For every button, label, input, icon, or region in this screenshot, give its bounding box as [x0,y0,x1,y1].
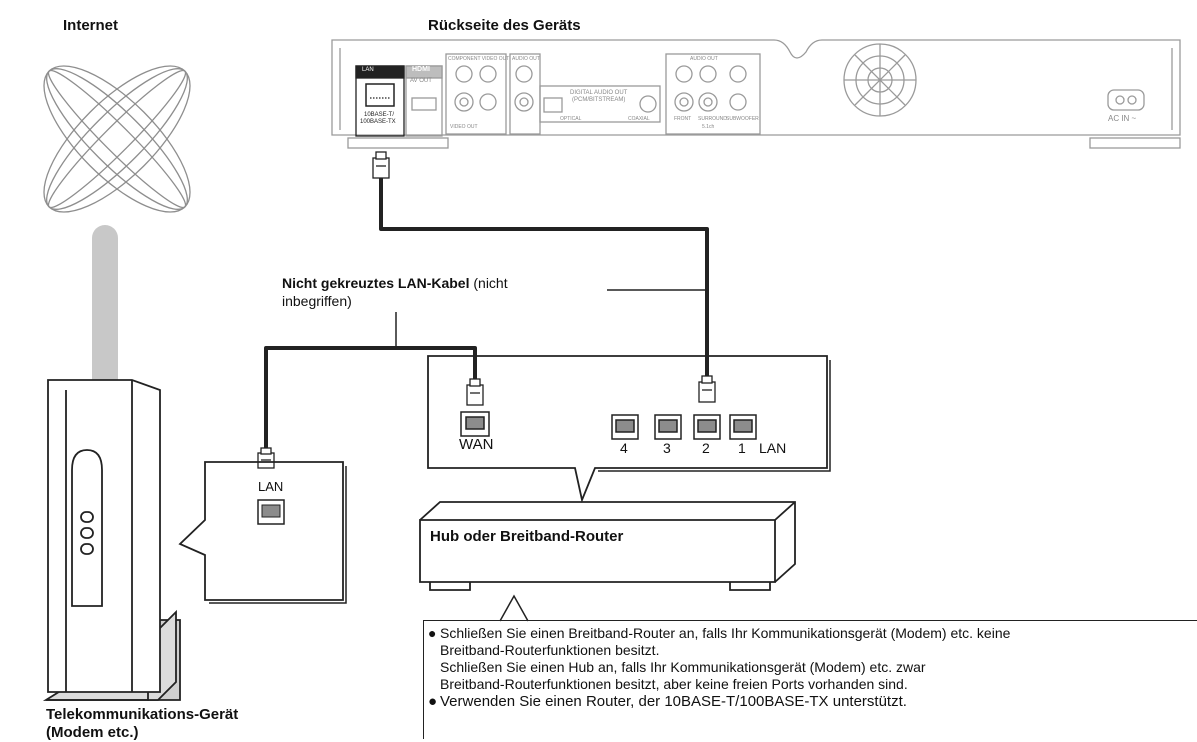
lan-plug-device-icon [372,151,390,179]
internet-globe-icon [43,65,191,213]
pcm-bitstream-label: (PCM/BITSTREAM) [572,97,626,103]
note-line-4-text: Breitband-Routerfunktionen besitzt, aber… [440,676,908,692]
optical-port-icon [543,97,563,113]
audio-out-2-label: AUDIO OUT [690,56,718,62]
note-line-2: Breitband-Routerfunktionen besitzt. [428,642,1197,659]
note-line-5-text: Verwenden Sie einen Router, der 10BASE-T… [440,693,907,710]
subwoofer-label: SUBWOOFER [726,116,759,122]
device-lan-port-icon [365,83,395,107]
note-line-3: Schließen Sie einen Hub an, falls Ihr Ko… [428,659,1197,676]
modem-label: Telekommunikations-Gerät (Modem etc.) [46,706,238,742]
cable-label-line2: inbegriffen) [282,293,352,309]
ch-label: 5.1ch [702,124,715,130]
surround-label: SURROUND [698,116,727,122]
device-lan-spec-1: 10BASE-T/ [364,112,395,118]
modem-callout [178,461,344,601]
lan-plug-icons [257,151,716,469]
lan-plug-router-wan-icon [466,378,484,406]
cable-label: Nicht gekreuztes LAN-Kabel (nicht inbegr… [282,274,508,310]
coaxial-label: COAXIAL [628,116,650,122]
router-lan-label: LAN [759,440,787,456]
cable-label-rest: (nicht [469,275,508,291]
router-port-3-label: 3 [663,440,671,456]
bullet-icon: ● [428,625,437,641]
router-ports [460,411,757,440]
fan-grille-icon [843,43,917,117]
router-port-4-label: 4 [620,440,628,456]
router-callout [427,355,828,504]
ac-in-label: AC IN ~ [1108,114,1137,123]
hub-label: Hub oder Breitband-Router [430,528,624,545]
cable-modem-to-router [264,346,477,452]
ac-inlet-icon [1107,89,1145,111]
note-line-3-text: Schließen Sie einen Hub an, falls Ihr Ko… [440,659,926,675]
lan-cables [264,178,709,452]
modem-indicator-1 [80,511,94,523]
note-line-4: Breitband-Routerfunktionen besitzt, aber… [428,676,1197,693]
digital-audio-out-label: DIGITAL AUDIO OUT [570,90,628,96]
lan-plug-router-lan-icon [698,375,716,403]
internet-connection-pole [92,225,118,425]
component-label: COMPONENT VIDEO OUT [448,56,510,62]
front-label: FRONT [674,116,692,122]
lan-plug-modem-icon [257,447,275,469]
hdmi-port-icon [411,97,437,111]
router-box [419,501,796,591]
av-out-label: AV OUT [410,78,432,84]
modem-lan-label: LAN [258,479,284,494]
device-lan-spec-2: 100BASE-TX [360,119,396,125]
notes-box: ●Schließen Sie einen Breitband-Router an… [423,620,1197,739]
bullet-icon: ● [428,693,438,710]
audio-out-label: AUDIO OUT [512,56,540,62]
modem-device [42,379,181,701]
cable-label-bold: Nicht gekreuztes LAN-Kabel [282,275,470,291]
device-rear-label: Rückseite des Geräts [428,17,581,34]
modem-indicator-2 [80,527,94,539]
internet-label: Internet [63,17,119,34]
router-port-2-label: 2 [702,440,710,456]
note-line-1-text: Schließen Sie einen Breitband-Router an,… [440,625,1011,641]
modem-label-line2: (Modem etc.) [46,724,139,741]
device-rear-panel [331,39,1181,149]
cable-device-to-router [379,178,709,380]
router-wan-label: WAN [459,436,494,453]
modem-label-line1: Telekommunikations-Gerät [46,706,239,723]
coaxial-port-icon [639,95,657,113]
device-lan-label: LAN [362,67,374,73]
note-line-1: ●Schließen Sie einen Breitband-Router an… [428,625,1197,642]
hdmi-label: HDMI [412,66,430,73]
router-port-1-label: 1 [738,440,746,456]
modem-indicator-3 [80,543,94,555]
video-out-label: VIDEO OUT [450,124,478,130]
optical-label: OPTICAL [560,116,582,122]
note-line-5: ●Verwenden Sie einen Router, der 10BASE-… [428,693,1197,710]
note-line-2-text: Breitband-Routerfunktionen besitzt. [440,642,660,658]
